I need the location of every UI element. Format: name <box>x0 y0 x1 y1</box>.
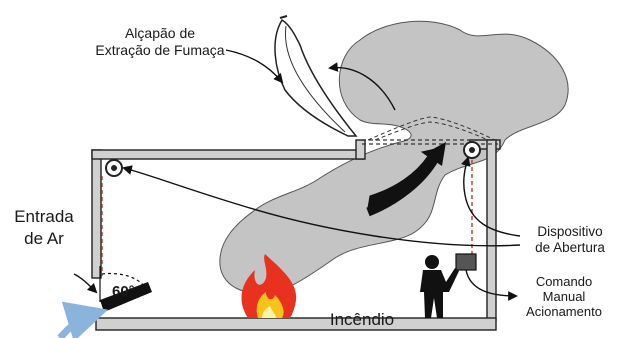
opening-device-pointer-left <box>122 165 521 247</box>
fire-label: Incêndio <box>330 310 394 329</box>
smoke-flow-arrow <box>328 62 396 111</box>
fire-flames <box>241 254 297 318</box>
manual-control-box <box>455 253 477 271</box>
hatch-closed-outline <box>367 116 496 141</box>
opening-device-right <box>463 141 481 159</box>
smoke-hatch-label-line1: Alçapão de <box>125 25 195 41</box>
opening-device-left <box>105 159 123 177</box>
air-inlet-label-pointer <box>73 273 98 294</box>
opening-device-label-line2: de Abertura <box>535 240 605 255</box>
smoke-hatch-pointer <box>225 49 284 84</box>
damper-angle-label: 60° <box>112 283 135 300</box>
person-silhouette <box>420 255 459 318</box>
manual-control-label-line2: Manual <box>543 289 586 304</box>
air-inlet-label-line1: Entrada <box>14 207 74 226</box>
building-outline <box>91 139 501 331</box>
manual-control-label-line1: Comando <box>536 274 592 289</box>
air-flow-arrow <box>57 301 109 338</box>
smoke-cloud <box>219 20 569 294</box>
opening-device-pointer-right <box>461 156 521 237</box>
manual-control-label-line3: Acionamento <box>526 304 602 319</box>
manual-control-pointer <box>465 269 518 301</box>
smoke-hatch <box>274 15 358 137</box>
air-inlet-label-line2: de Ar <box>24 229 64 248</box>
air-inlet-damper <box>99 266 152 312</box>
opening-device-label-line1: Dispositivo <box>537 224 602 239</box>
smoke-hatch-label-line2: Extração de Fumaça <box>95 42 224 58</box>
